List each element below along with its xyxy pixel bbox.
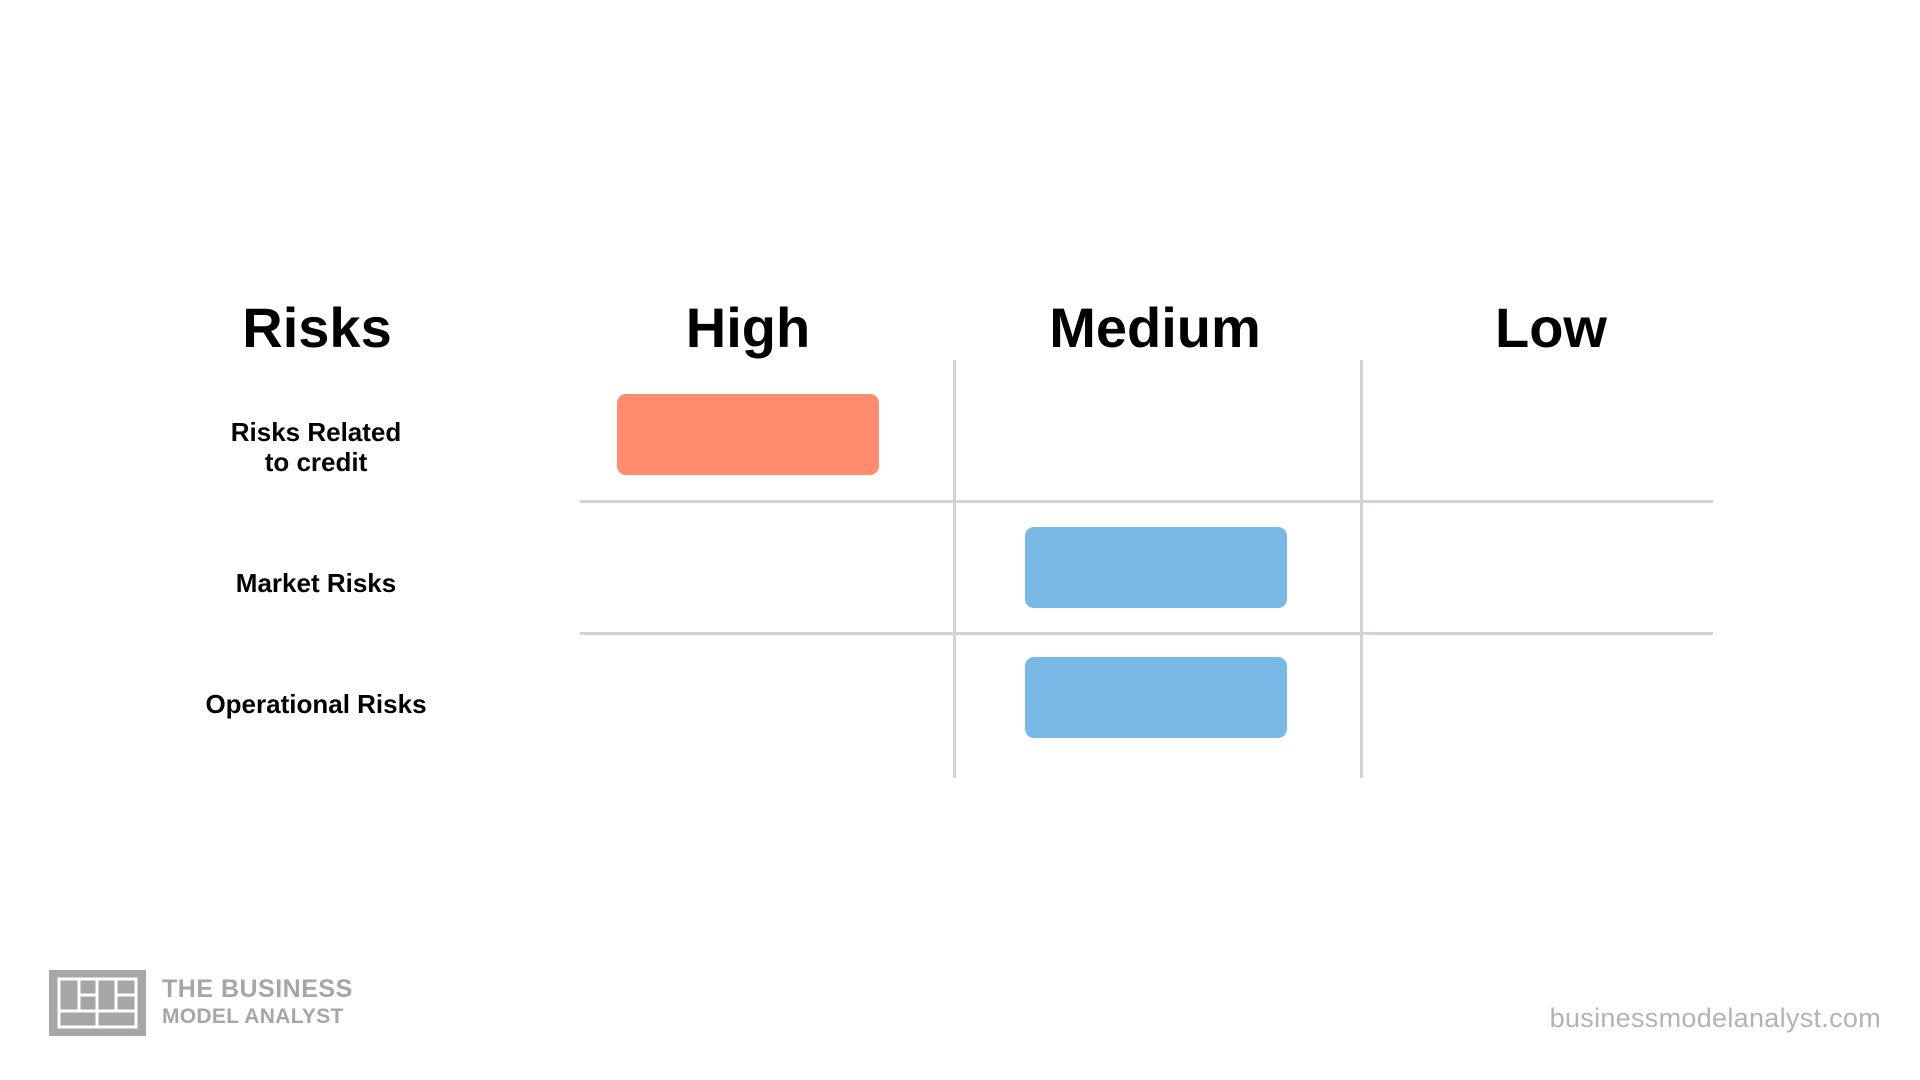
header-risks: Risks — [242, 296, 392, 359]
risk-bar-credit — [617, 394, 879, 475]
logo-text-line2: MODEL ANALYST — [162, 1005, 344, 1028]
header-medium: Medium — [1049, 296, 1261, 359]
logo-text-line1: THE BUSINESS — [162, 975, 353, 1003]
risk-bar-market — [1025, 527, 1287, 608]
logo-icon — [49, 970, 146, 1036]
header-high: High — [685, 296, 811, 359]
grid-divider-medium-low — [1360, 360, 1363, 778]
row-label-operational: Operational Risks — [205, 689, 427, 719]
header-low: Low — [1495, 296, 1607, 359]
website-link[interactable]: businessmodelanalyst.com — [1549, 1003, 1881, 1033]
grid-divider-row-2 — [580, 632, 1713, 635]
row-label-market: Market Risks — [235, 568, 397, 598]
row-label-credit: Risks Related to credit — [230, 417, 402, 477]
risk-bar-operational — [1025, 657, 1287, 738]
grid-divider-high-medium — [953, 360, 956, 778]
grid-divider-row-1 — [580, 500, 1713, 503]
